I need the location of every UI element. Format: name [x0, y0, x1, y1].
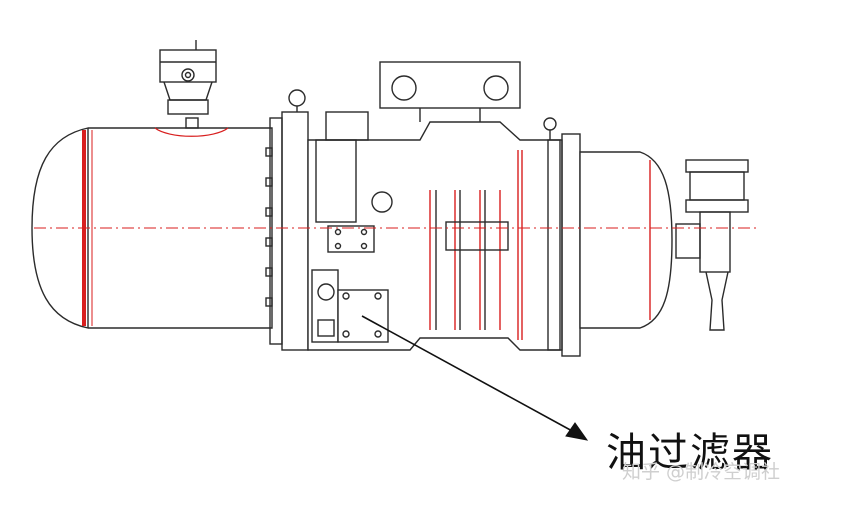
oil-filter-callout-label: 油过滤器 [606, 430, 774, 476]
callout-leader-arrow [361, 315, 589, 441]
suction-valve [675, 159, 749, 331]
motor-housing [579, 151, 673, 329]
watermark: 知乎 @制冷空调社 [622, 461, 781, 483]
oil-filter [311, 269, 389, 343]
discharge-valve [159, 40, 217, 129]
